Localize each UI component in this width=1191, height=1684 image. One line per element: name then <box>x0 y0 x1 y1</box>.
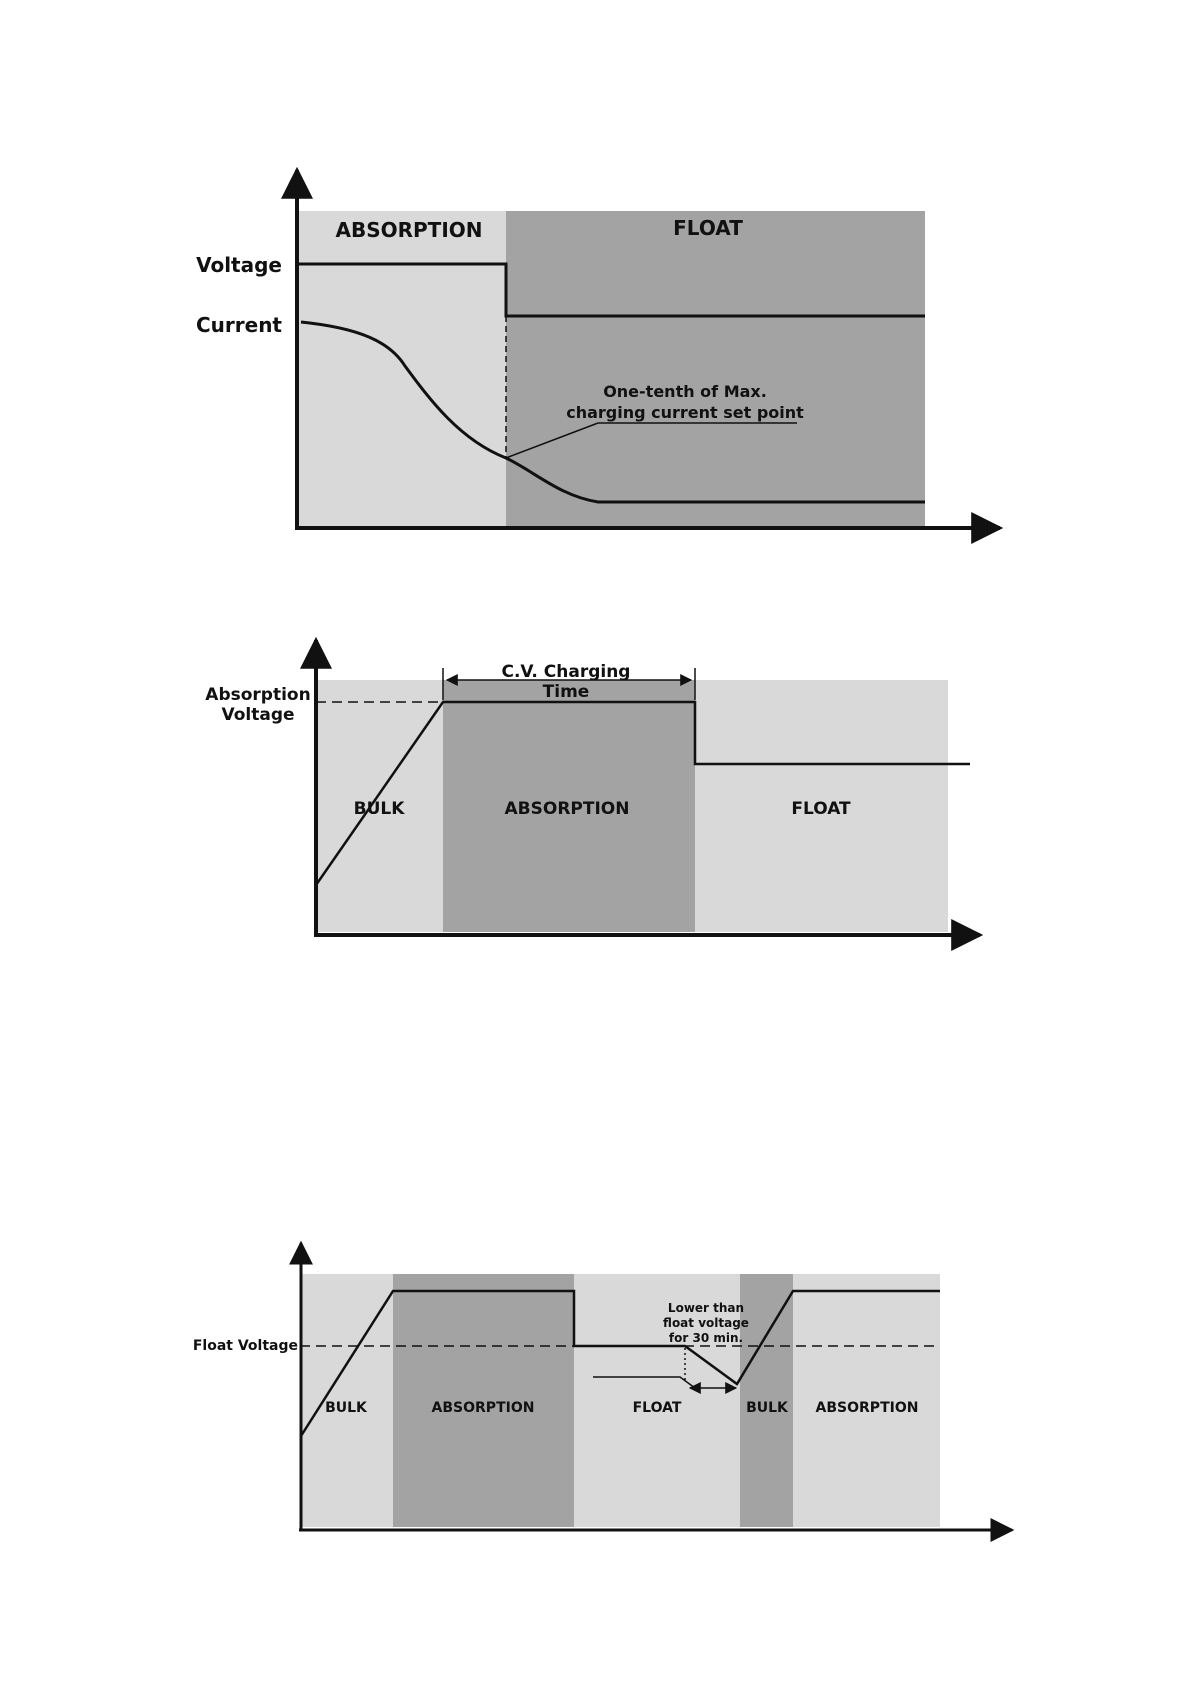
zone-label-float: FLOAT <box>633 1400 682 1416</box>
zone-label-bulk: BULK <box>325 1400 368 1416</box>
zone-label-absorption: ABSORPTION <box>505 799 630 819</box>
cv-label-line-2: Time <box>543 682 590 702</box>
annotation-line-1: Lower than <box>668 1301 744 1315</box>
annotation-line-2: charging current set point <box>566 403 804 422</box>
y-label-float-voltage: Float Voltage <box>193 1338 298 1354</box>
zone-label-absorption: ABSORPTION <box>335 218 482 242</box>
zone-label-float: FLOAT <box>673 216 743 240</box>
y-label-line-1: Absorption <box>205 685 310 705</box>
diagram-bulk-absorption-float: Absorption Voltage C.V. Charging Time BU… <box>205 640 980 935</box>
zone-float-bg <box>506 211 925 526</box>
annotation-line-3: for 30 min. <box>669 1331 743 1345</box>
zone-label-float: FLOAT <box>791 799 851 819</box>
zone-absorption-bg <box>297 211 506 526</box>
y-label-current: Current <box>196 313 282 337</box>
y-label-voltage: Voltage <box>196 253 282 277</box>
zone-label-absorption: ABSORPTION <box>432 1400 535 1416</box>
cv-label-line-1: C.V. Charging <box>502 662 631 682</box>
zone-label-absorption-2: ABSORPTION <box>816 1400 919 1416</box>
zone-label-bulk: BULK <box>354 799 406 819</box>
annotation-line-1: One-tenth of Max. <box>603 382 767 401</box>
annotation-line-2: float voltage <box>663 1316 749 1330</box>
y-label-line-2: Voltage <box>221 705 294 725</box>
diagram-float-recharge-cycle: Float Voltage Lower than float voltage f… <box>193 1243 1012 1530</box>
zone-label-bulk-2: BULK <box>746 1400 789 1416</box>
diagram-absorption-float-current: ABSORPTION FLOAT Voltage Current One-ten… <box>196 170 1000 528</box>
